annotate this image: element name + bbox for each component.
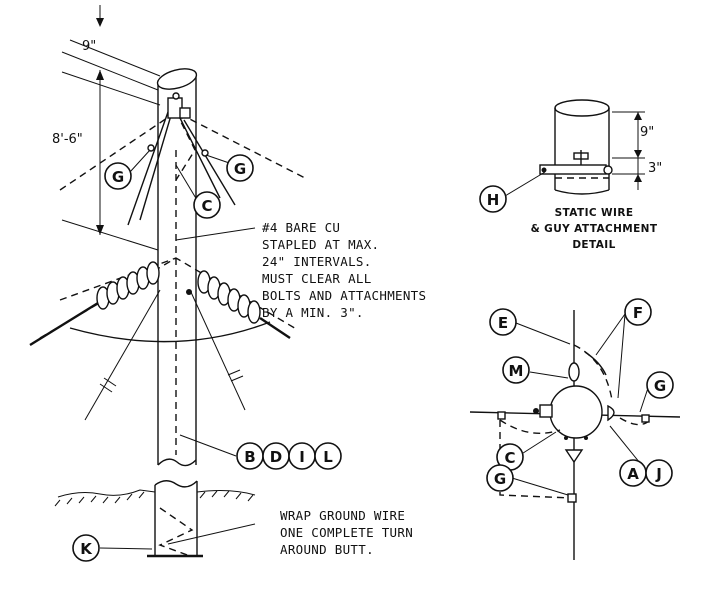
svg-text:& GUY ATTACHMENT: & GUY ATTACHMENT [531,223,658,235]
svg-text:J: J [655,465,662,483]
static-wire-detail: 9" 3" [504,99,662,197]
callout-c: C [193,191,221,219]
plan-view [469,310,681,560]
svg-text:F: F [633,304,643,322]
detail-caption: STATIC WIRE & GUY ATTACHMENT DETAIL [531,207,658,251]
callout-h: H [479,185,507,213]
svg-text:STATIC WIRE: STATIC WIRE [555,207,634,219]
butt-wrap-note: WRAP GROUND WIRE ONE COMPLETE TURN AROUN… [280,508,413,557]
svg-text:24" INTERVALS.: 24" INTERVALS. [262,254,372,269]
svg-text:E: E [498,314,508,332]
callout-g-right: G [226,154,254,182]
svg-text:BOLTS AND ATTACHMENTS: BOLTS AND ATTACHMENTS [262,288,426,303]
svg-text:C: C [504,449,515,467]
conductor-note: #4 BARE CU STAPLED AT MAX. 24" INTERVALS… [262,220,426,320]
svg-text:STAPLED AT MAX.: STAPLED AT MAX. [262,237,379,252]
callout-g-plan-bottom: G [486,464,514,492]
callout-bdil: B D I L [236,442,342,470]
pole-elevation: 9" 8'-6" [29,5,306,558]
svg-text:M: M [509,362,524,380]
callout-g-left: G [104,162,132,190]
detail-bottom-dimension: 3" [648,161,662,176]
svg-text:G: G [112,168,124,186]
svg-text:BY A MIN. 3".: BY A MIN. 3". [262,305,364,320]
svg-text:ONE COMPLETE TURN: ONE COMPLETE TURN [280,525,413,540]
svg-text:WRAP GROUND WIRE: WRAP GROUND WIRE [280,508,405,523]
callout-m: M [502,356,530,384]
detail-top-dimension: 9" [640,125,654,140]
svg-text:DETAIL: DETAIL [572,239,615,251]
pole-top-width-dimension: 9" [82,39,96,54]
svg-text:#4 BARE CU: #4 BARE CU [262,220,340,235]
callout-f: F [624,298,652,326]
svg-text:G: G [654,377,666,395]
svg-text:K: K [80,540,93,558]
callout-e: E [489,308,517,336]
callout-aj: A J [619,459,673,487]
svg-text:A: A [627,465,639,483]
ground-lead-length-dimension: 8'-6" [52,132,83,147]
callout-k: K [72,534,100,562]
right-insulator-string [197,270,291,339]
svg-text:B: B [244,448,255,466]
svg-text:L: L [323,448,333,466]
svg-text:H: H [487,191,500,209]
left-insulator-string [29,261,160,347]
svg-text:AROUND BUTT.: AROUND BUTT. [280,542,374,557]
svg-text:G: G [234,160,246,178]
svg-text:G: G [494,470,506,488]
svg-text:I: I [299,448,305,466]
svg-text:C: C [201,197,212,215]
callout-g-plan-right: G [646,371,674,399]
svg-text:MUST CLEAR ALL: MUST CLEAR ALL [262,271,372,286]
svg-text:D: D [270,448,282,466]
